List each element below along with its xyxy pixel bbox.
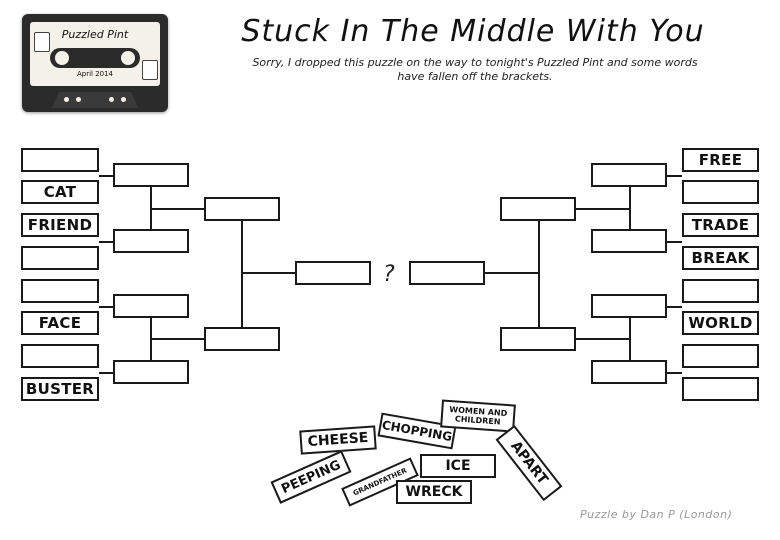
right-bracket-slot-1[interactable]: FREE <box>682 148 759 172</box>
fallen-word-cheese[interactable]: CHEESE <box>299 425 377 455</box>
logo-brand-text: Puzzled Pint <box>61 28 129 41</box>
left-round2-slot-1[interactable] <box>113 163 189 187</box>
bracket-line <box>150 208 204 210</box>
puzzle-title: Stuck In The Middle With You <box>241 14 705 49</box>
pint-glass-icon <box>34 32 50 52</box>
right-round3-slot-1[interactable] <box>500 197 576 221</box>
pint-glass-icon <box>142 60 158 80</box>
bracket-line <box>667 306 682 308</box>
cassette-hole <box>64 97 69 102</box>
right-bracket-slot-7[interactable] <box>682 344 759 368</box>
center-question-mark: ? <box>383 262 395 287</box>
left-bracket-slot-6[interactable]: FACE <box>21 311 99 335</box>
fallen-word-women-and-children[interactable]: WOMEN AND CHILDREN <box>440 399 516 433</box>
bracket-line <box>150 338 204 340</box>
right-bracket-slot-5[interactable] <box>682 279 759 303</box>
fallen-word-peeping[interactable]: PEEPING <box>270 450 352 504</box>
left-round3-slot-1[interactable] <box>204 197 280 221</box>
cassette-window <box>50 48 140 68</box>
bracket-line <box>576 208 630 210</box>
bracket-line <box>667 372 682 374</box>
puzzled-pint-logo: Puzzled Pint April 2014 <box>22 14 168 112</box>
puzzle-credit: Puzzle by Dan P (London) <box>580 508 733 521</box>
right-round2-slot-2[interactable] <box>591 229 667 253</box>
left-bracket-slot-5[interactable] <box>21 279 99 303</box>
left-round2-slot-2[interactable] <box>113 229 189 253</box>
right-bracket-slot-8[interactable] <box>682 377 759 401</box>
bracket-line <box>241 221 243 327</box>
bracket-line <box>576 338 630 340</box>
left-bracket-slot-8[interactable]: BUSTER <box>21 377 99 401</box>
bracket-line <box>629 187 631 229</box>
fallen-word-apart[interactable]: APART <box>495 424 563 502</box>
bracket-line <box>99 306 113 308</box>
right-round2-slot-3[interactable] <box>591 294 667 318</box>
right-round3-slot-2[interactable] <box>500 327 576 351</box>
bracket-line <box>629 318 631 360</box>
puzzle-subtitle: Sorry, I dropped this puzzle on the way … <box>180 56 770 84</box>
bracket-line <box>99 241 113 243</box>
left-bracket-slot-4[interactable] <box>21 246 99 270</box>
left-round2-slot-4[interactable] <box>113 360 189 384</box>
cassette-hole <box>109 97 114 102</box>
bracket-line <box>241 272 295 274</box>
left-bracket-slot-2[interactable]: CAT <box>21 180 99 204</box>
cassette-hole <box>76 97 81 102</box>
fallen-word-ice[interactable]: ICE <box>420 454 496 478</box>
left-bracket-slot-7[interactable] <box>21 344 99 368</box>
bracket-line <box>99 175 113 177</box>
right-bracket-slot-2[interactable] <box>682 180 759 204</box>
right-bracket-slot-6[interactable]: WORLD <box>682 311 759 335</box>
cassette-base <box>52 92 138 108</box>
subtitle-line: have fallen off the brackets. <box>397 70 553 83</box>
cassette-reel-icon <box>121 51 135 65</box>
right-final-slot[interactable] <box>409 261 485 285</box>
bracket-line <box>667 175 682 177</box>
bracket-line <box>667 241 682 243</box>
left-final-slot[interactable] <box>295 261 371 285</box>
right-bracket-slot-3[interactable]: TRADE <box>682 213 759 237</box>
bracket-line <box>538 221 540 327</box>
cassette-reel-icon <box>55 51 69 65</box>
bracket-line <box>485 272 539 274</box>
fallen-word-wreck[interactable]: WRECK <box>396 480 472 504</box>
bracket-line <box>99 372 113 374</box>
left-bracket-slot-3[interactable]: FRIEND <box>21 213 99 237</box>
right-round2-slot-4[interactable] <box>591 360 667 384</box>
right-bracket-slot-4[interactable]: BREAK <box>682 246 759 270</box>
cassette-hole <box>121 97 126 102</box>
logo-date-text: April 2014 <box>76 70 114 78</box>
left-round2-slot-3[interactable] <box>113 294 189 318</box>
left-round3-slot-2[interactable] <box>204 327 280 351</box>
subtitle-line: Sorry, I dropped this puzzle on the way … <box>252 56 698 69</box>
left-bracket-slot-1[interactable] <box>21 148 99 172</box>
right-round2-slot-1[interactable] <box>591 163 667 187</box>
